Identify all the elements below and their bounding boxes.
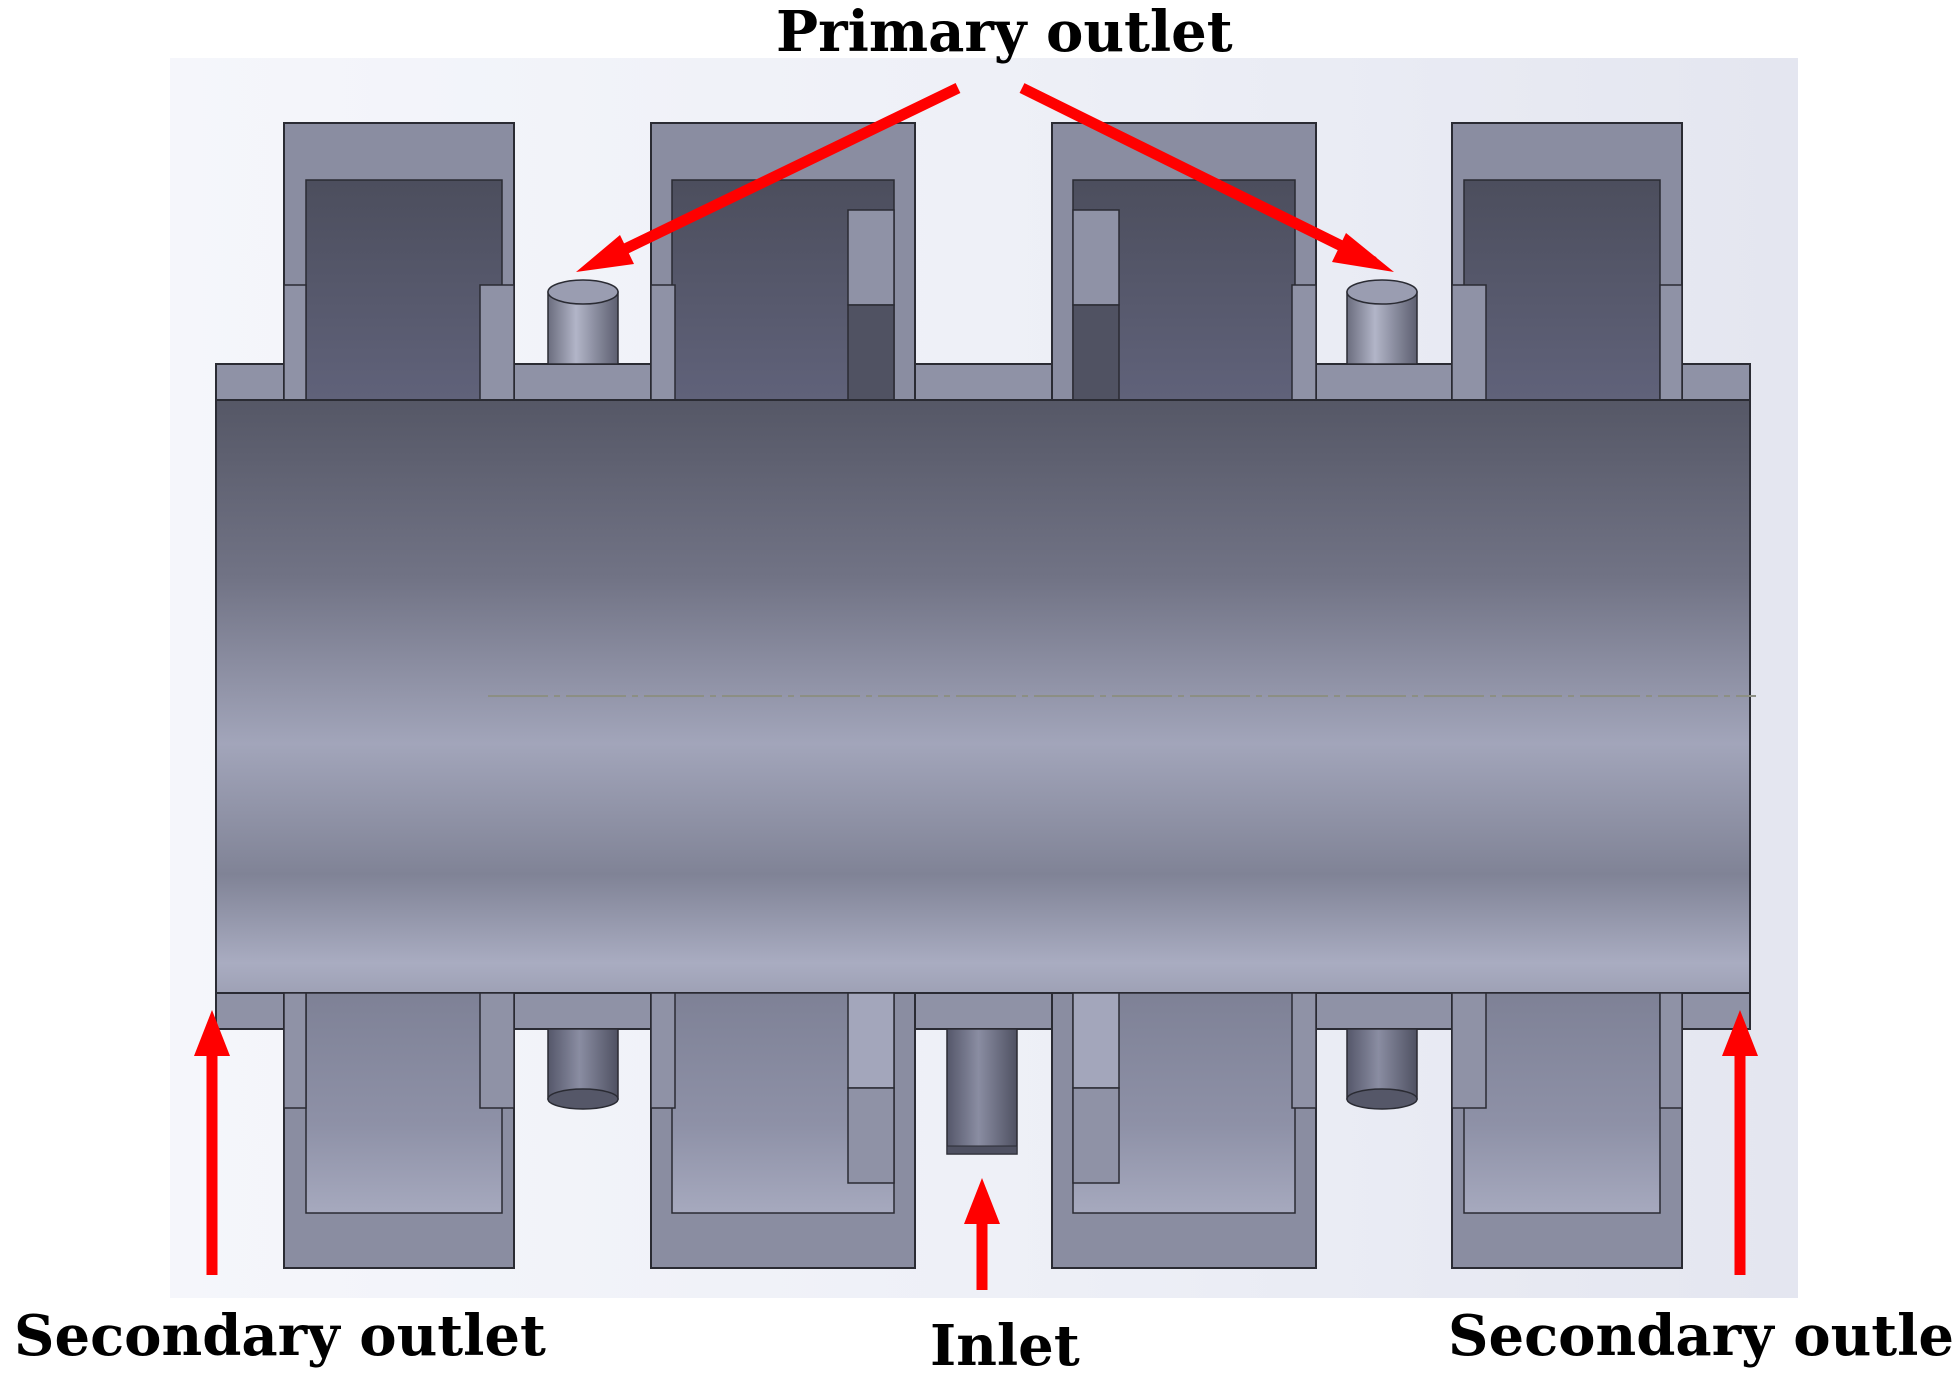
bottom-pin-right	[1346, 1028, 1418, 1110]
arrow-primary-outlet-left-icon	[576, 83, 961, 272]
bottom-pin-left	[547, 1028, 619, 1110]
secondary-outlet-left-label: Secondary outlet	[14, 1303, 546, 1369]
bottom-block-1	[283, 992, 515, 1269]
bottom-block-3	[1051, 992, 1317, 1269]
bottom-block-2	[650, 992, 916, 1269]
top-pin-right	[1346, 279, 1418, 365]
arrow-inlet-icon	[964, 1178, 1000, 1290]
arrow-secondary-outlet-left-icon	[194, 1010, 230, 1275]
top-pin-left	[547, 279, 619, 365]
inlet-label: Inlet	[930, 1313, 1080, 1379]
top-block-4	[1451, 122, 1683, 401]
arrow-secondary-outlet-right-icon	[1722, 1010, 1758, 1275]
arrow-primary-outlet-right-icon	[1019, 83, 1394, 272]
primary-outlet-label: Primary outlet	[776, 0, 1233, 65]
bottom-pin-inlet	[946, 1028, 1018, 1155]
top-block-1	[283, 122, 515, 401]
secondary-outlet-right-label: Secondary outlet	[1448, 1303, 1954, 1369]
top-block-2	[650, 122, 916, 401]
bottom-block-4	[1451, 992, 1683, 1269]
